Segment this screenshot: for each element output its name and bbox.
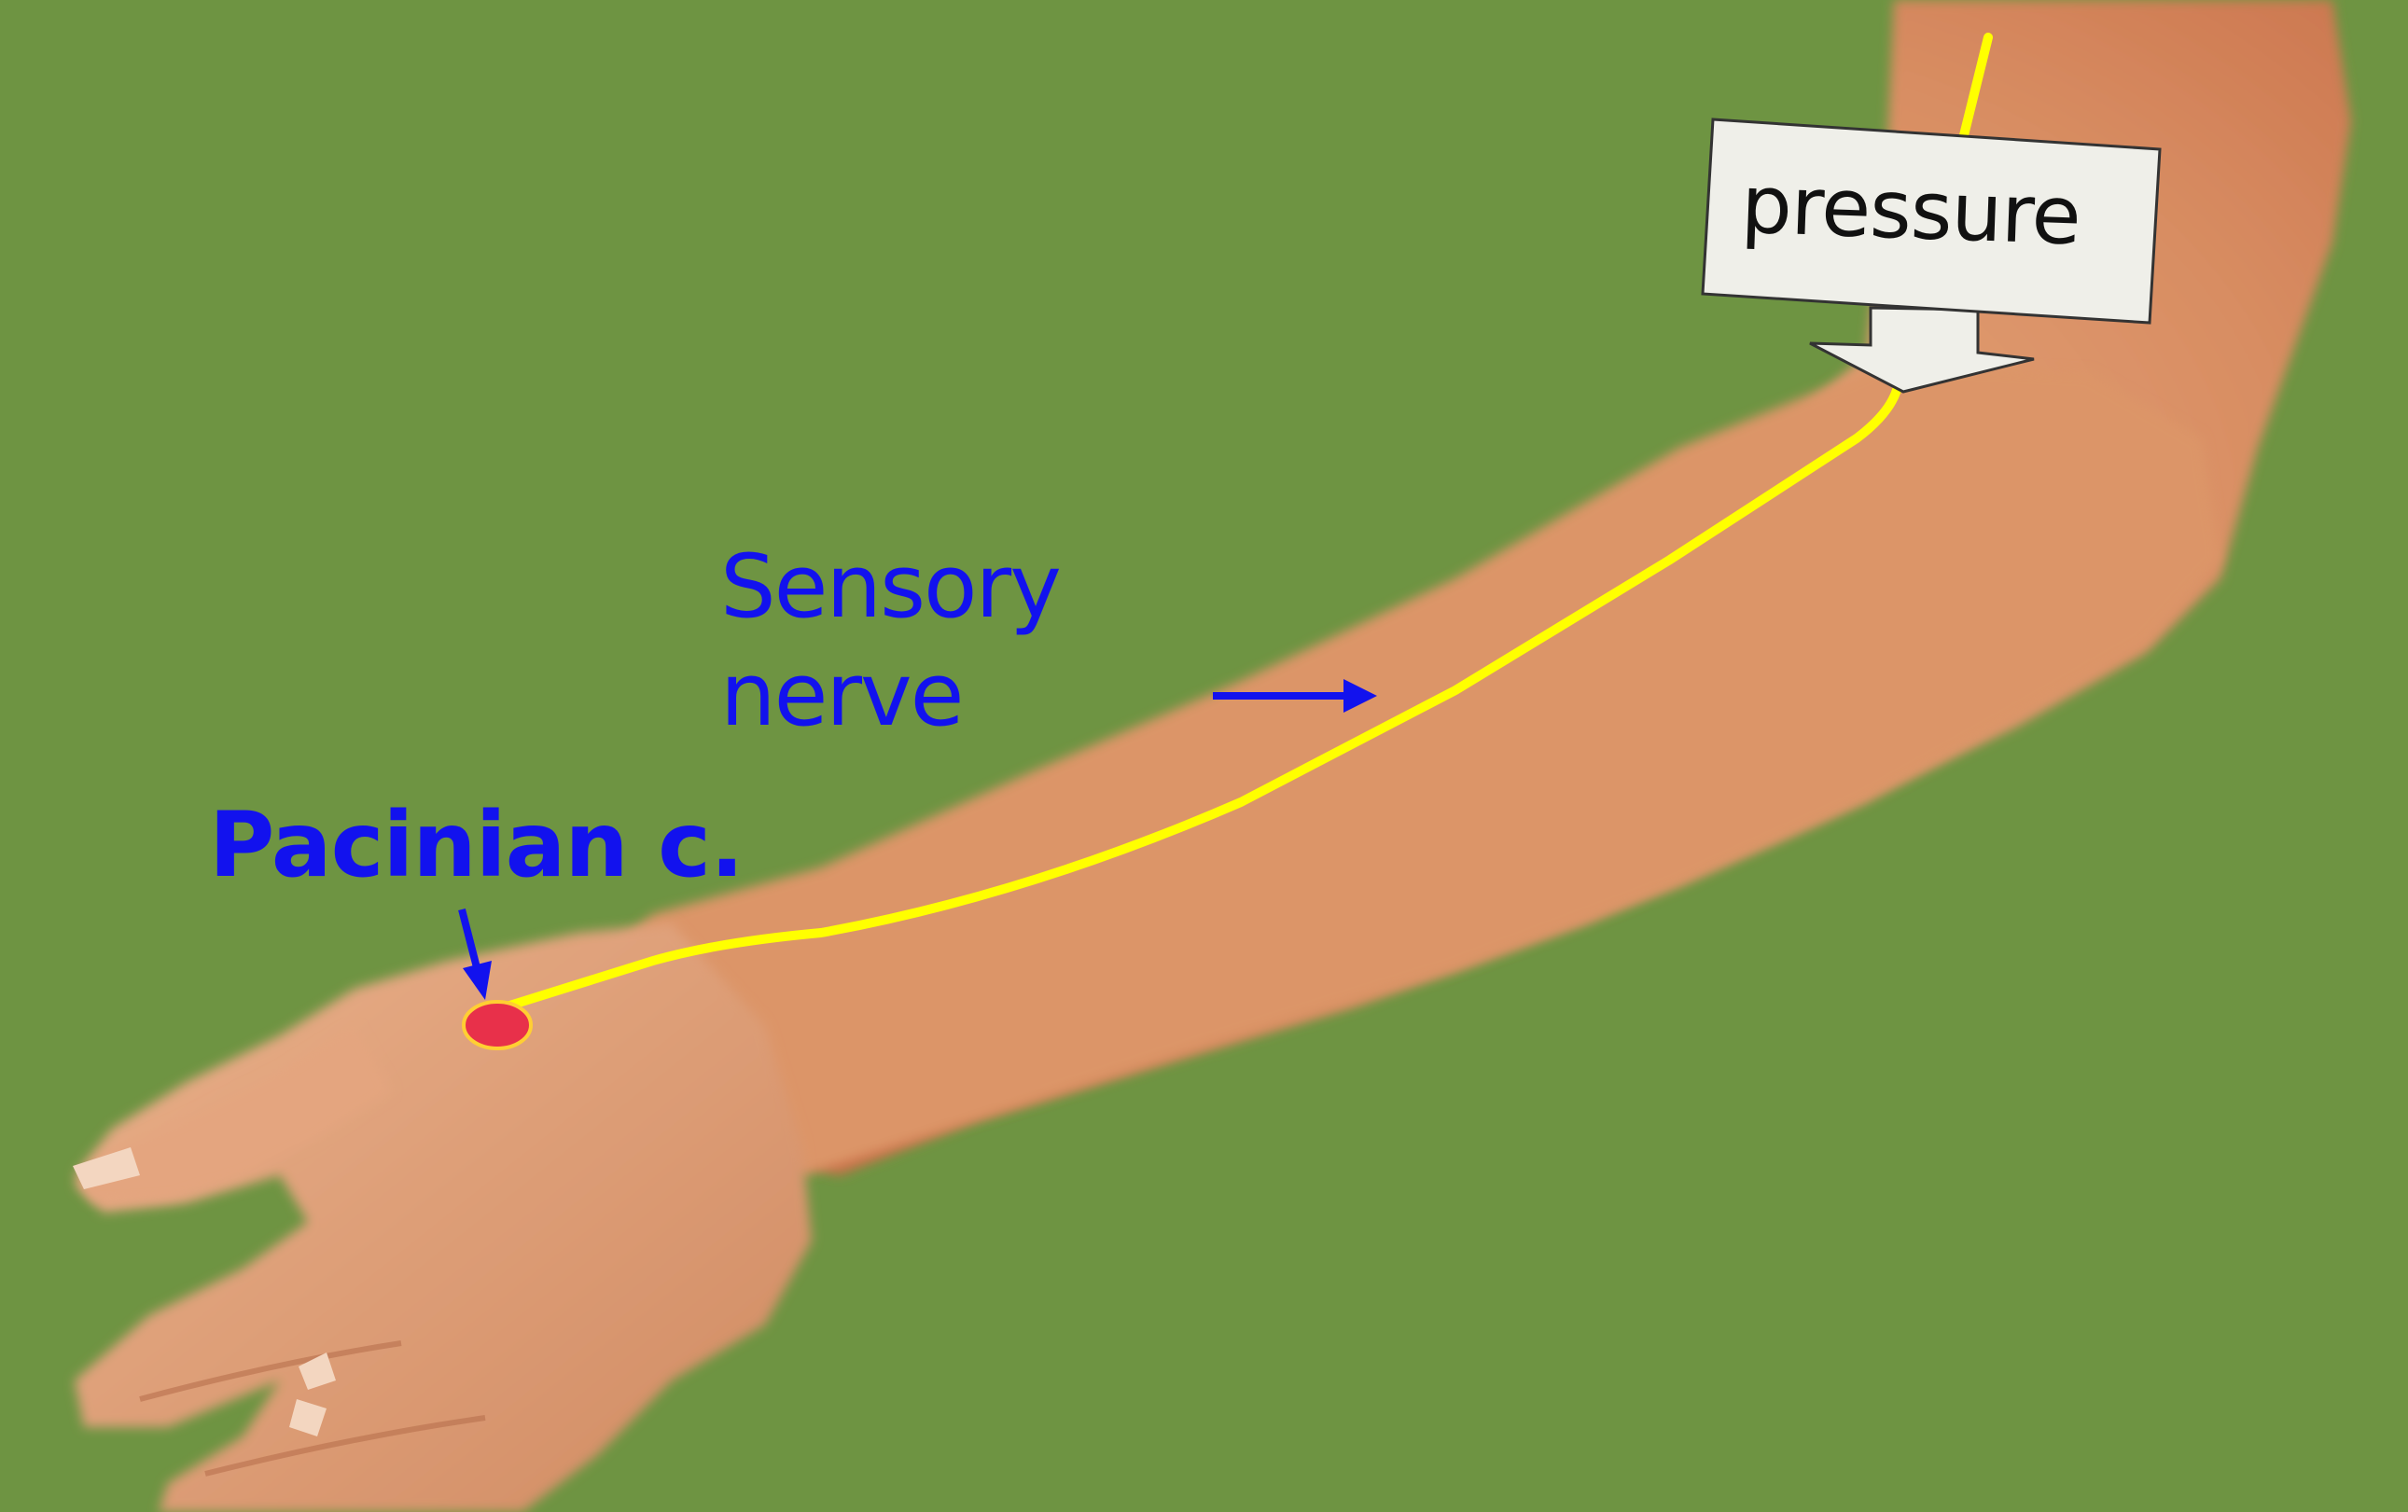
sensory-label-line1: Sensory [720,534,1060,642]
pacinian-label: Pacinian c. [209,793,744,897]
pacinian-corpuscle [464,1002,531,1048]
sensory-label-line2: nerve [720,642,1060,750]
pressure-label: pressure [1722,158,2098,264]
forearm [597,364,2220,1175]
sensory-nerve-label: Sensory nerve [720,534,1060,750]
